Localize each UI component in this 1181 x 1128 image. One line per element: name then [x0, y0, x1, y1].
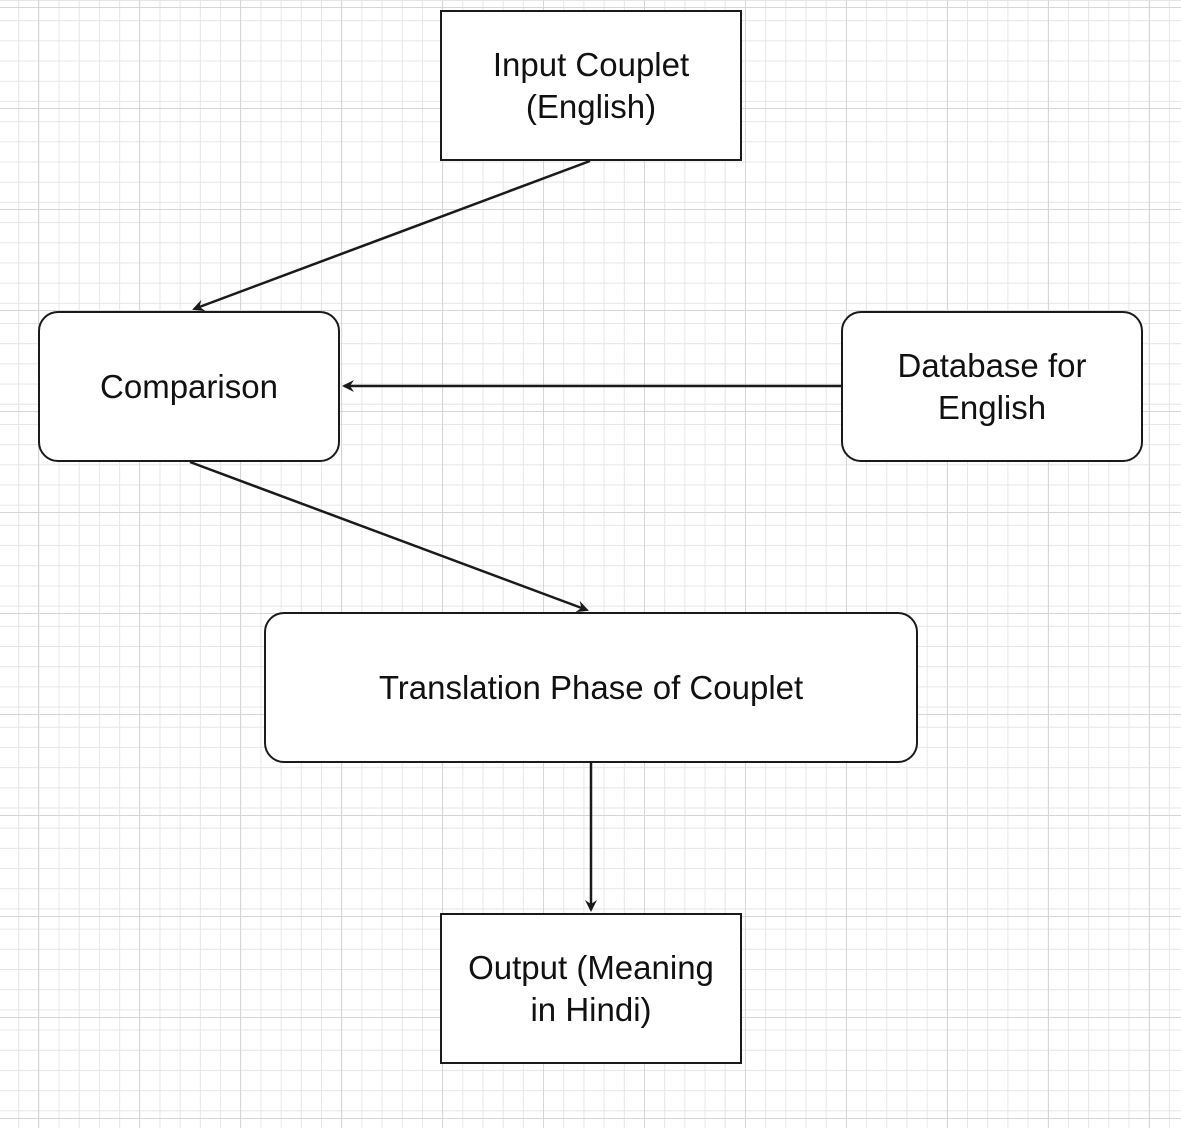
- input-couplet-label: Input Couplet (English): [492, 45, 690, 125]
- input-couplet-node: Input Couplet (English): [440, 10, 742, 161]
- comparison-label: Comparison: [100, 367, 278, 405]
- translation-phase-node: Translation Phase of Couplet: [264, 612, 918, 763]
- edge-comparison-to-translation: [189, 460, 589, 613]
- output-node: Output (Meaning in Hindi): [440, 913, 742, 1064]
- edge-input-to-comparison: [192, 159, 591, 312]
- output-label: Output (Meaning in Hindi): [468, 948, 714, 1028]
- database-node: Database for English: [841, 311, 1143, 462]
- comparison-node: Comparison: [38, 311, 340, 462]
- database-label: Database for English: [897, 346, 1087, 426]
- translation-phase-label: Translation Phase of Couplet: [378, 668, 804, 706]
